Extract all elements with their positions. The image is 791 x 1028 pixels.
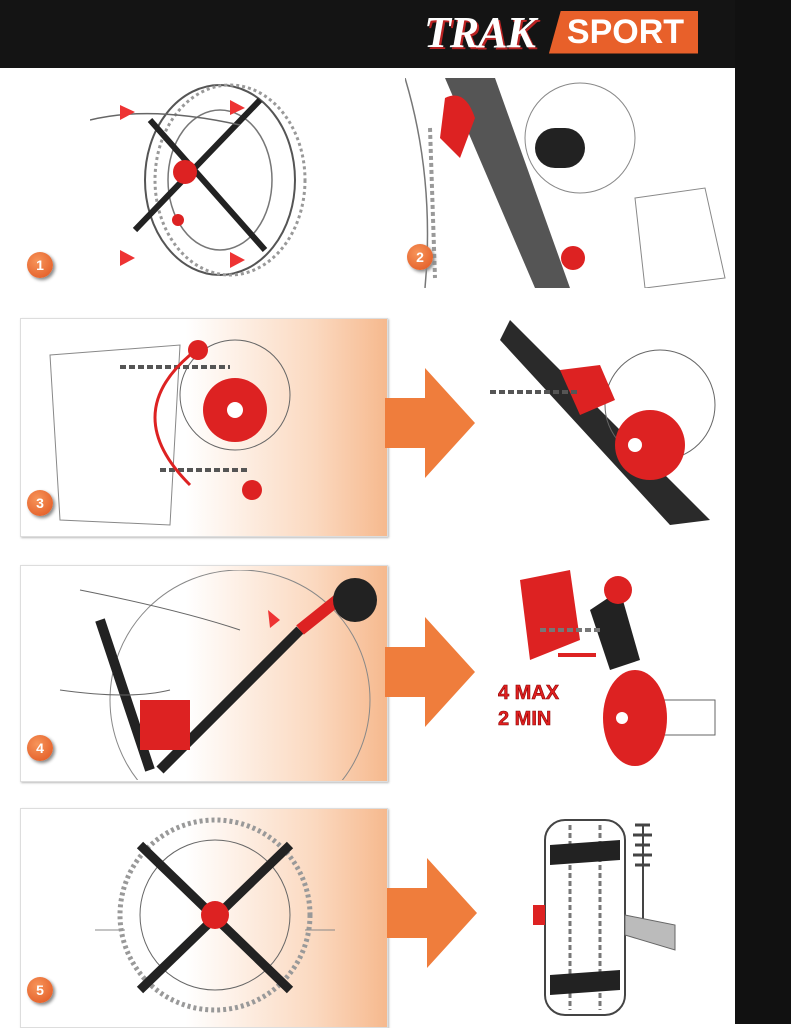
max-limit-label: 4 MAX — [498, 682, 560, 705]
step-badge-1: 1 — [27, 252, 53, 278]
step-badge-5: 5 — [27, 977, 53, 1003]
step3-illustration — [49, 339, 291, 526]
step4-result-illustration — [520, 570, 716, 766]
step2-illustration — [405, 78, 726, 288]
step1-illustration — [90, 83, 307, 277]
brand-name: TRAK — [424, 7, 536, 57]
step-badge-4: 4 — [27, 735, 53, 761]
step-badge-2: 2 — [407, 244, 433, 270]
step3-result-illustration — [490, 320, 716, 525]
brand-logo: TRAK SPORT — [424, 8, 699, 57]
min-limit-label: 2 MIN — [498, 708, 552, 731]
step5-illustration — [95, 817, 335, 1013]
right-edge-bar — [735, 0, 791, 1024]
arrow-right-icon — [385, 368, 475, 478]
arrow-right-icon — [385, 617, 475, 727]
adjustment-limits: 4 MAX 2 MIN — [498, 680, 560, 732]
product-name: SPORT — [548, 10, 699, 54]
step-badge-3: 3 — [27, 490, 53, 516]
arrow-right-icon — [387, 858, 477, 968]
step4-illustration — [59, 570, 377, 780]
step5-result-illustration — [533, 819, 676, 1016]
